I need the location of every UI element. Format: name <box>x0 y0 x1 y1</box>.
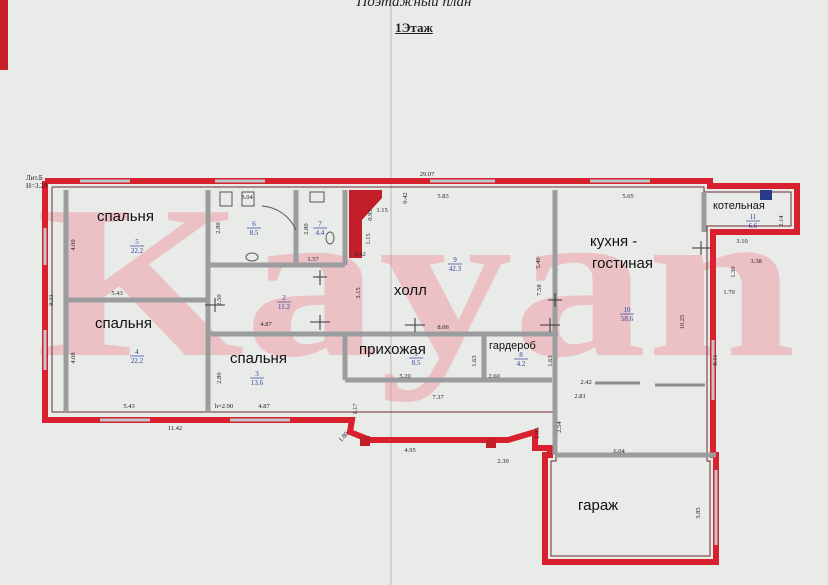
dimension-label: 7.37 <box>432 394 444 401</box>
room-area-bedroom-3: 13.6 <box>251 379 264 387</box>
room-number-boiler: 11 <box>750 213 757 221</box>
dimension-label: 3.04 <box>241 194 253 201</box>
dimension-label: 2.81 <box>574 393 585 400</box>
dimension-label: 1.15 <box>365 233 372 244</box>
room-area-kitchen: 58.6 <box>621 315 634 323</box>
room-area-wc-7: 4.4 <box>316 229 325 237</box>
room-name-boiler: котельная <box>713 200 765 212</box>
room-number-bedroom-1: 5 <box>135 238 139 246</box>
dimension-label: 5.65 <box>622 193 633 200</box>
dimension-label: 0.93 <box>367 209 374 220</box>
dimension-label: 4.87 <box>258 403 270 410</box>
dimension-label: 2.80 <box>303 223 310 234</box>
room-area-bath-6: 8.5 <box>250 229 259 237</box>
room-name-bedroom-1: спальня <box>97 208 154 225</box>
room-area-wardrobe: 4.2 <box>517 360 526 368</box>
paper-fold-line <box>390 0 392 585</box>
sanitary-fixtures <box>219 191 335 262</box>
room-name-kitchen: кухня -гостиная <box>590 233 653 272</box>
structural-column <box>349 190 382 258</box>
dimension-label: 5.40 <box>535 257 542 268</box>
dimension-label: 10.25 <box>679 315 686 330</box>
dimension-label: 2.60 <box>488 373 499 380</box>
building-letter-label: Лит.Б <box>26 174 43 182</box>
dimension-label: 4.95 <box>404 447 415 454</box>
boiler-marker <box>760 190 772 200</box>
interior-walls <box>63 190 716 458</box>
ceiling-height-label: Н=3.20 <box>26 182 48 190</box>
room-area-corridor-2: 11.2 <box>278 303 290 311</box>
dimension-label: 1.63 <box>471 355 478 366</box>
dimension-label: 1.70 <box>723 289 734 296</box>
outer-walls <box>42 178 800 565</box>
entry-pillar-right <box>486 438 496 448</box>
dimension-label: 3.38 <box>750 258 761 265</box>
floor-label: 1Этаж <box>395 20 433 35</box>
dimension-label: 2.80 <box>216 372 223 383</box>
dimension-label: 7.58 <box>536 284 543 295</box>
dimension-label: 11.42 <box>168 425 182 432</box>
room-area-bedroom-2: 22.2 <box>131 357 144 365</box>
room-name-hall: холл <box>394 282 427 299</box>
room-name-bedroom-2: спальня <box>95 315 152 332</box>
dimension-label: 5.43 <box>123 403 134 410</box>
room-area-bedroom-1: 22.2 <box>131 247 144 255</box>
room-number-corridor-2: 2 <box>282 294 286 302</box>
dimension-label: 8.06 <box>437 324 449 331</box>
dimension-label: 2.95 <box>534 427 541 438</box>
dimension-label: 5.43 <box>111 290 122 297</box>
dimension-label: 9.33 <box>48 294 55 305</box>
dimension-label: 1.30 <box>730 266 737 277</box>
dimension-label: 2.42 <box>580 379 591 386</box>
room-area-hall: 42.3 <box>449 265 462 273</box>
room-area-entry: 8.5 <box>412 359 421 367</box>
room-number-wardrobe: 8 <box>519 351 523 359</box>
dimension-label: 2.80 <box>215 222 222 233</box>
dimension-label: 2.30 <box>497 458 508 465</box>
watermark-text: Kayan <box>36 162 796 403</box>
room-name-wardrobe: гардероб <box>489 340 536 352</box>
dimension-label: 3.15 <box>355 287 362 298</box>
dimension-label: 3.10 <box>736 238 747 245</box>
room-name-garage: гараж <box>578 497 618 514</box>
room-area-boiler: 6.6 <box>749 222 758 230</box>
room-number-wc-7: 7 <box>318 220 322 228</box>
room-number-hall: 9 <box>453 256 457 264</box>
room-number-bedroom-3: 3 <box>255 370 259 378</box>
dimension-label: h=2.90 <box>215 403 233 410</box>
dimension-label: 0.42 <box>354 251 365 258</box>
dimension-label: 2.50 <box>216 294 223 305</box>
dimension-label: 8.11 <box>712 354 719 365</box>
dimension-label: 0.42 <box>402 192 409 203</box>
dimension-label: 1.63 <box>547 355 554 366</box>
door-openings <box>43 179 718 545</box>
dimension-label: 3.85 <box>695 507 702 518</box>
room-name-bedroom-3: спальня <box>230 350 287 367</box>
opening-marks <box>205 241 710 332</box>
dimension-label: 5.83 <box>437 193 448 200</box>
dimension-label: 1.17 <box>352 403 359 415</box>
dimension-label: 4.09 <box>70 239 77 250</box>
dimension-label: 2.14 <box>778 215 785 227</box>
room-number-entry: 1 <box>414 350 418 358</box>
plan-title: Поэтажный план <box>356 0 472 10</box>
edge-mark <box>0 0 8 70</box>
dimension-label: 6.04 <box>613 448 625 455</box>
dimension-label: 5.20 <box>399 373 410 380</box>
dimension-label: 29.07 <box>420 171 435 178</box>
room-number-kitchen: 10 <box>624 306 632 314</box>
dimension-label: 1.57 <box>307 256 319 263</box>
entry-pillar-left <box>360 436 370 446</box>
room-number-bath-6: 6 <box>252 220 256 228</box>
dimension-label: 1.15 <box>376 207 387 214</box>
dimension-label: 4.87 <box>260 321 272 328</box>
room-number-bedroom-2: 4 <box>135 348 139 356</box>
dimension-label: 4.08 <box>70 352 77 363</box>
room-name-entry: прихожая <box>359 341 426 358</box>
dimension-label: 2.54 <box>556 421 563 433</box>
